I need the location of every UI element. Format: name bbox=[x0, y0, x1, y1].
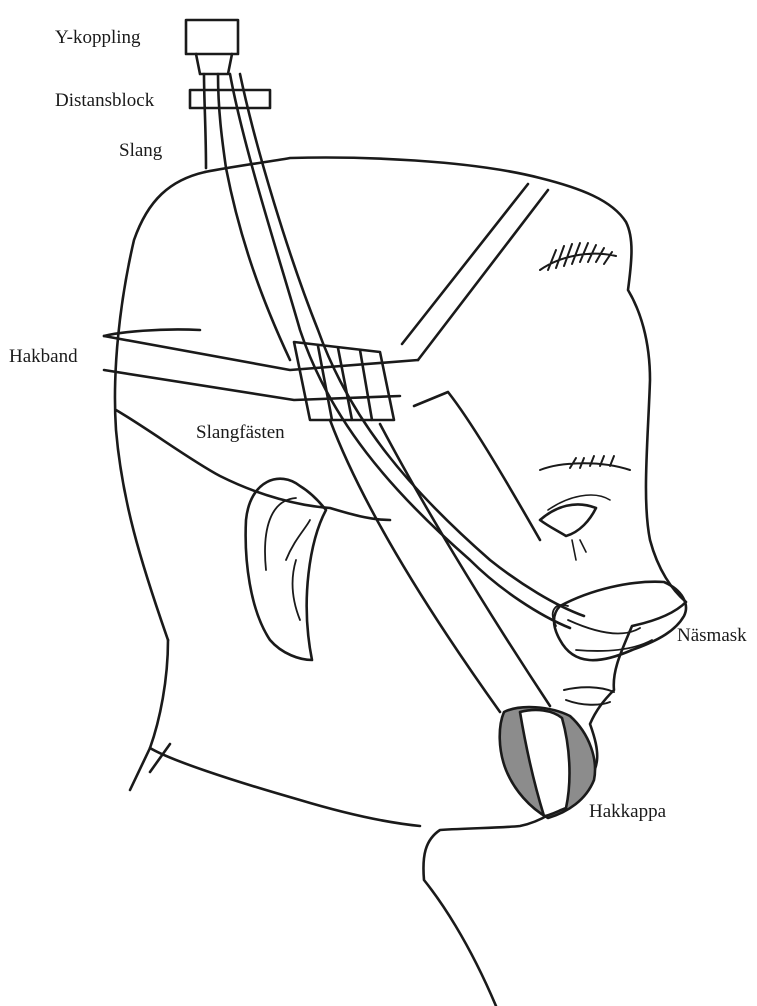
label-chin-strap: Hakband bbox=[9, 347, 78, 366]
ear-inner bbox=[265, 498, 310, 620]
mouth bbox=[564, 687, 614, 705]
label-nasal-mask: Näsmask bbox=[677, 626, 747, 645]
label-spacer-block: Distansblock bbox=[55, 91, 154, 110]
hair-tuft bbox=[540, 243, 616, 270]
label-tube: Slang bbox=[119, 141, 162, 160]
y-coupling-neck bbox=[196, 54, 232, 74]
spacer-block bbox=[190, 90, 270, 108]
tube-main bbox=[230, 74, 584, 628]
chin-strap-down bbox=[330, 420, 550, 712]
collar-line bbox=[130, 748, 150, 790]
neck-back bbox=[150, 640, 168, 748]
label-tube-holder: Slangfästen bbox=[196, 423, 285, 442]
label-y-coupling: Y-koppling bbox=[55, 28, 141, 47]
eyebrow bbox=[540, 456, 630, 470]
shoulder-line bbox=[150, 748, 420, 826]
label-chin-cup: Hakkappa bbox=[589, 802, 666, 821]
side-strap bbox=[104, 336, 418, 400]
nasal-mask bbox=[554, 582, 686, 660]
top-strap bbox=[402, 184, 548, 360]
head-outline bbox=[205, 158, 686, 1006]
collar-line-2 bbox=[150, 744, 170, 772]
back-of-head bbox=[115, 172, 205, 640]
y-coupling bbox=[186, 20, 238, 54]
tube-left bbox=[204, 74, 226, 168]
